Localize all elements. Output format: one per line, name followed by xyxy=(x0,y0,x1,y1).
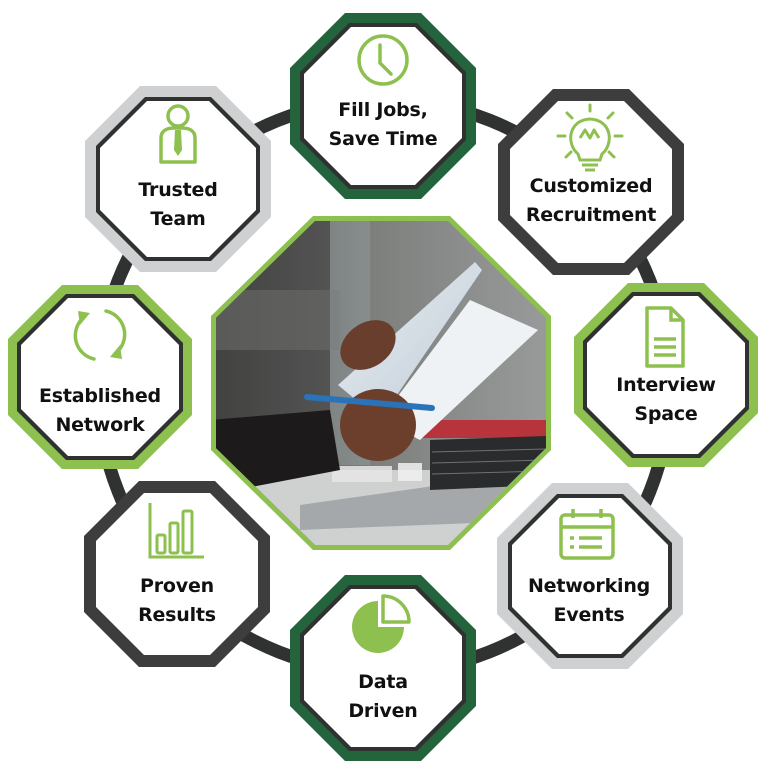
node-interview-space xyxy=(574,283,758,467)
document-icon xyxy=(645,306,685,368)
lightbulb-icon xyxy=(556,103,624,172)
label-proven-results: Proven Results xyxy=(138,575,216,626)
person-tie-icon xyxy=(159,104,197,164)
pie-chart-icon xyxy=(352,594,411,653)
refresh-arrows-icon xyxy=(73,309,127,361)
label-customized-recruitment: Customized Recruitment xyxy=(525,175,657,226)
node-trusted-team xyxy=(85,86,271,272)
label-established-network: Established Network xyxy=(39,385,161,436)
node-customized-recruitment xyxy=(498,89,684,275)
node-fill-jobs xyxy=(290,13,476,199)
label-trusted-team: Trusted Team xyxy=(138,179,218,230)
center-photo xyxy=(211,216,551,550)
clock-icon xyxy=(357,34,409,86)
label-fill-jobs: Fill Jobs, Save Time xyxy=(328,99,438,150)
label-networking-events: Networking Events xyxy=(527,575,651,626)
node-proven-results xyxy=(84,481,270,667)
node-established-network xyxy=(8,285,192,469)
node-networking-events xyxy=(497,483,683,669)
node-data-driven xyxy=(290,575,476,761)
label-data-driven: Data Driven xyxy=(348,671,418,722)
bar-chart-icon xyxy=(148,503,204,559)
label-interview-space: Interview Space xyxy=(616,374,716,425)
calendar-icon xyxy=(559,509,615,560)
